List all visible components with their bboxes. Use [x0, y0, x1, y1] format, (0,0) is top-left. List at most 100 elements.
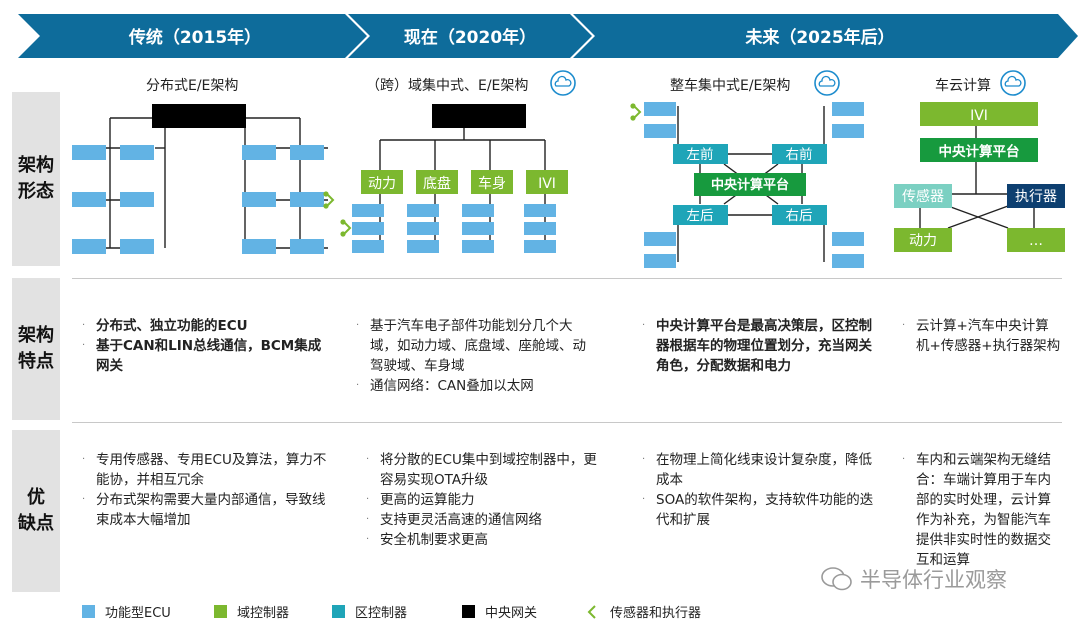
ecu-box — [832, 232, 864, 246]
column-title-central: 整车集中式E/E架构 — [670, 78, 791, 94]
row-label-pros-cons: 优 缺点 — [12, 430, 60, 592]
sensor-icon — [340, 219, 352, 237]
legend-label: 功能型ECU — [105, 606, 171, 621]
legend-swatch — [82, 605, 95, 618]
ecu-box — [462, 240, 494, 253]
feature-text: 中央计算平台是最高决策层，区控制器根据车的物理位置划分，充当网关角色，分配数据和… — [656, 318, 872, 374]
ecu-box — [120, 145, 154, 160]
zone-controller — [772, 144, 827, 164]
feature-text: 基于CAN和LIN总线通信，BCM集成网关 — [96, 338, 322, 374]
list-item: ·SOA的软件架构，支持软件功能的迭代和扩展 — [642, 490, 880, 530]
phase-label-future: 未来（2025年后） — [744, 27, 894, 48]
feature-text: 云计算+汽车中央计算机+传感器+执行器架构 — [916, 318, 1061, 354]
row-label-features-text: 架构 特点 — [18, 325, 54, 372]
divider — [72, 278, 1062, 279]
zone-label-rear-left: 左后 — [687, 208, 714, 224]
legend-item-sensor: 传感器和执行器 — [586, 602, 701, 621]
list-item: ·中央计算平台是最高决策层，区控制器根据车的物理位置划分，充当网关角色，分配数据… — [642, 318, 872, 374]
phase-arrow-current — [348, 14, 592, 58]
proscons-text: 将分散的ECU集中到域控制器中，更容易实现OTA升级 — [380, 452, 597, 488]
ecu-box — [644, 102, 676, 116]
column-title-distributed: 分布式E/E架构 — [146, 78, 239, 94]
central-compute-label: 中央计算平台 — [711, 177, 789, 193]
list-item: ·专用传感器、专用ECU及算法，算力不能协，并相互冗余 — [82, 450, 332, 490]
domain-label-ivi: IVI — [538, 176, 556, 192]
sensor-icon — [323, 191, 335, 209]
features-col-1: ·分布式、独立功能的ECU ·基于CAN和LIN总线通信，BCM集成网关 — [82, 316, 332, 376]
more-box — [1007, 228, 1065, 252]
domain-label-power: 动力 — [368, 176, 396, 192]
central-compute-platform — [920, 138, 1038, 162]
list-item: ·基于汽车电子部件功能划分几个大域，如动力域、底盘域、座舱域、动驾驶域、车身域 — [356, 316, 596, 376]
list-item: ·车内和云端架构无缝结合：车端计算用于车内部的实时处理，云计算作为补充，为智能汽… — [902, 450, 1062, 570]
column-title-domain: （跨）域集中式、E/E架构 — [366, 78, 529, 94]
proscons-text: 在物理上简化线束设计复杂度，降低成本 — [656, 452, 872, 488]
ecu-box — [290, 145, 324, 160]
sensor-box — [894, 184, 952, 208]
list-item: ·分布式架构需要大量内部通信，导致线束成本大幅增加 — [82, 490, 332, 530]
ecu-box — [644, 254, 676, 268]
proscons-text: SOA的软件架构，支持软件功能的迭代和扩展 — [656, 492, 874, 528]
power-box — [894, 228, 952, 252]
diagram-distributed — [72, 104, 335, 254]
features-col-2: ·基于汽车电子部件功能划分几个大域，如动力域、底盘域、座舱域、动驾驶域、车身域 … — [356, 316, 596, 396]
power-label: 动力 — [909, 233, 937, 249]
zone-label-front-left: 左前 — [687, 146, 714, 163]
domain-label-body: 车身 — [478, 175, 506, 192]
legend-item-zone: 区控制器 — [332, 602, 407, 621]
ecu-box — [352, 204, 384, 217]
phase-arrow-traditional — [18, 14, 367, 58]
central-compute-label: 中央计算平台 — [939, 143, 1020, 160]
list-item: ·分布式、独立功能的ECU — [82, 316, 332, 336]
domain-controller — [471, 170, 513, 194]
ecu-box — [242, 145, 276, 160]
ecu-box — [524, 222, 556, 235]
row-label-pros-cons-text: 优 缺点 — [18, 487, 54, 534]
proscons-text: 分布式架构需要大量内部通信，导致线束成本大幅增加 — [96, 492, 326, 528]
ecu-box — [352, 222, 384, 235]
row-label-form-text: 架构 形态 — [18, 155, 54, 202]
sensor-icon — [630, 103, 642, 121]
features-col-3: ·中央计算平台是最高决策层，区控制器根据车的物理位置划分，充当网关角色，分配数据… — [642, 316, 872, 376]
proscons-col-1: ·专用传感器、专用ECU及算法，算力不能协，并相互冗余 ·分布式架构需要大量内部… — [82, 450, 332, 530]
ecu-box — [120, 192, 154, 207]
list-item: ·基于CAN和LIN总线通信，BCM集成网关 — [82, 336, 332, 376]
legend-label: 域控制器 — [237, 606, 290, 621]
phase-arrows: 传统（2015年） 现在（2020年） 未来（2025年后） — [18, 14, 1078, 58]
ecu-box — [120, 239, 154, 254]
feature-text: 分布式、独立功能的ECU — [96, 318, 248, 334]
proscons-text: 更高的运算能力 — [380, 492, 475, 508]
phase-label-current: 现在（2020年） — [404, 27, 536, 48]
list-item: ·安全机制要求更高 — [366, 530, 608, 550]
divider — [72, 422, 1062, 423]
sensor-label: 传感器 — [902, 188, 944, 205]
domain-controller — [416, 170, 458, 194]
watermark: 半导体行业观察 — [820, 564, 1007, 594]
list-item: ·在物理上简化线束设计复杂度，降低成本 — [642, 450, 880, 490]
proscons-col-4: ·车内和云端架构无缝结合：车端计算用于车内部的实时处理，云计算作为补充，为智能汽… — [902, 450, 1062, 570]
proscons-text: 安全机制要求更高 — [380, 532, 488, 548]
ecu-box — [407, 222, 439, 235]
list-item: ·支持更灵活高速的通信网络 — [366, 510, 608, 530]
domain-controller — [526, 170, 568, 194]
cloud-icon — [550, 70, 576, 96]
legend-item-ecu: 功能型ECU — [82, 602, 171, 621]
ecu-box — [352, 240, 384, 253]
proscons-text: 支持更灵活高速的通信网络 — [380, 512, 542, 528]
zone-controller — [673, 205, 728, 225]
ecu-box — [242, 239, 276, 254]
zone-controller — [673, 144, 728, 164]
proscons-col-2: ·将分散的ECU集中到域控制器中，更容易实现OTA升级 ·更高的运算能力 ·支持… — [366, 450, 608, 550]
phase-label-traditional: 传统（2015年） — [128, 27, 261, 48]
ecu-box — [72, 192, 106, 207]
ivi-box — [920, 102, 1038, 126]
ecu-box — [407, 240, 439, 253]
ecu-box — [242, 192, 276, 207]
proscons-text: 专用传感器、专用ECU及算法，算力不能协，并相互冗余 — [96, 452, 327, 488]
ivi-label: IVI — [970, 108, 988, 124]
ecu-box — [462, 222, 494, 235]
ecu-box — [290, 239, 324, 254]
legend-label: 传感器和执行器 — [610, 606, 702, 621]
ecu-box — [72, 145, 106, 160]
ecu-box — [524, 240, 556, 253]
